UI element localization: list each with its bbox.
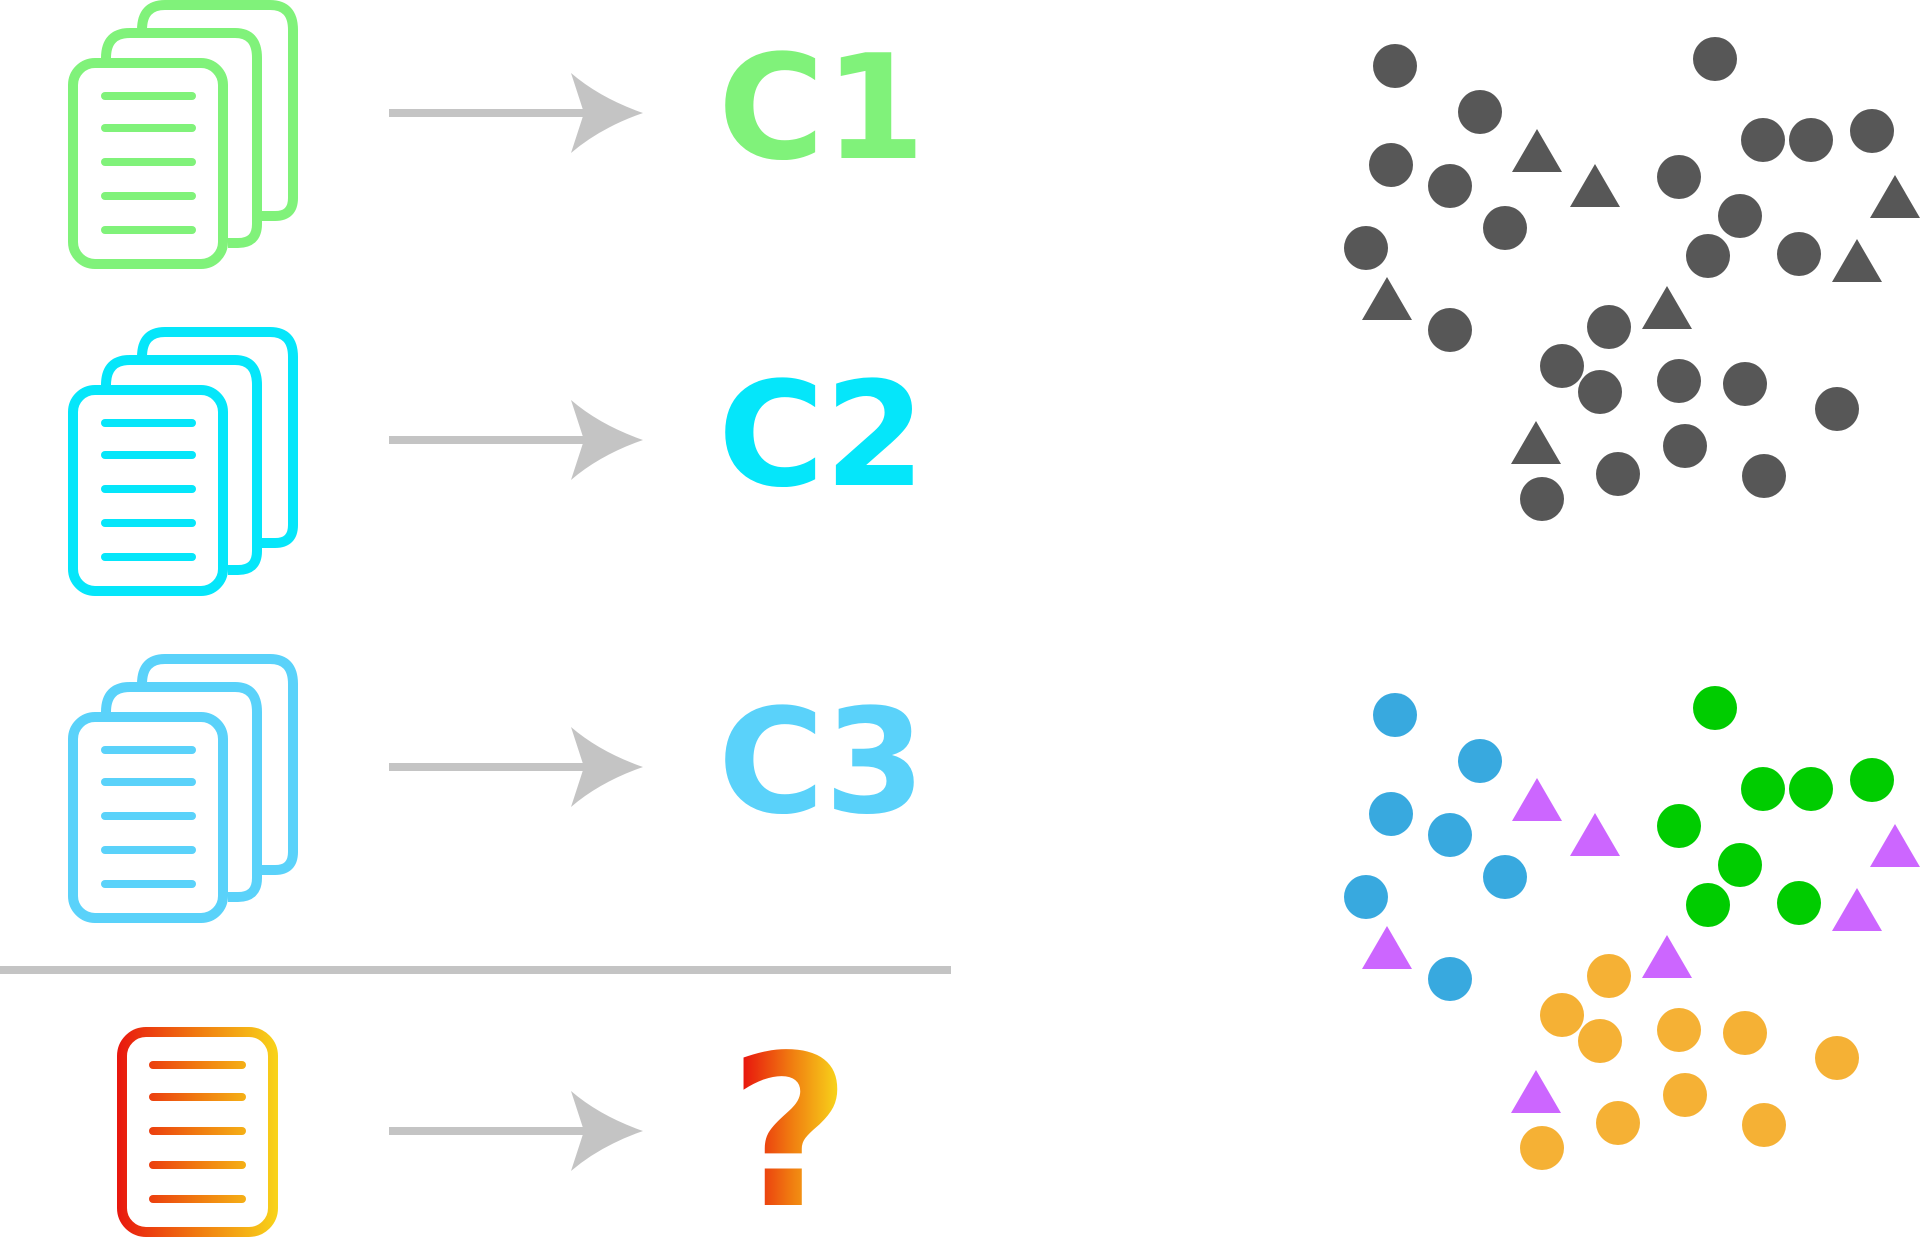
middle-page: [101, 355, 262, 575]
unlabeled-point: [1693, 37, 1737, 81]
cluster-point-orange: [1578, 1019, 1622, 1063]
unlabeled-point: [1369, 143, 1413, 187]
cluster-point-green: [1741, 767, 1785, 811]
cluster-point-blue: [1428, 813, 1472, 857]
right-arrow-icon: [389, 400, 643, 480]
unlabeled-point: [1657, 359, 1701, 403]
unlabeled-point: [1344, 226, 1388, 270]
unlabeled-point: [1850, 109, 1894, 153]
document-text-lines: [149, 1061, 246, 1203]
arrow-shaft: [389, 763, 589, 771]
cluster-point-orange: [1815, 1036, 1859, 1080]
class-label-c3: C3: [718, 678, 925, 847]
unlabeled-triangle: [1512, 129, 1562, 172]
unlabeled-point: [1742, 454, 1786, 498]
outlier-triangle: [1512, 778, 1562, 821]
right-arrow-icon: [389, 73, 643, 153]
unlabeled-scatter: [1344, 37, 1920, 521]
arrow-head: [571, 400, 643, 480]
unlabeled-point: [1789, 118, 1833, 162]
unlabeled-point: [1578, 370, 1622, 414]
class-label-c1: C1: [718, 24, 925, 193]
unlabeled-triangle: [1570, 164, 1620, 207]
unlabeled-point: [1657, 155, 1701, 199]
arrow-head: [571, 1091, 643, 1171]
document-stack-icon: [68, 0, 298, 269]
cluster-point-orange: [1520, 1126, 1564, 1170]
cluster-point-orange: [1723, 1011, 1767, 1055]
cluster-point-green: [1789, 767, 1833, 811]
cluster-point-orange: [1540, 993, 1584, 1037]
arrow-shaft: [389, 109, 589, 117]
class-label-c2: C2: [718, 351, 925, 520]
outlier-triangle: [1362, 926, 1412, 969]
cluster-point-orange: [1587, 954, 1631, 998]
back-page: [137, 0, 298, 221]
outlier-triangle: [1642, 935, 1692, 978]
row-c2: C2: [68, 327, 925, 596]
unknown-class-label: ?: [729, 1010, 851, 1238]
cluster-point-orange: [1596, 1101, 1640, 1145]
unlabeled-point: [1540, 344, 1584, 388]
unlabeled-triangle: [1362, 277, 1412, 320]
document-stack-icon: [68, 654, 298, 923]
cluster-point-orange: [1657, 1008, 1701, 1052]
middle-page: [101, 28, 262, 248]
unlabeled-triangle: [1832, 239, 1882, 282]
cluster-point-blue: [1369, 792, 1413, 836]
separator-line: [0, 966, 951, 974]
unlabeled-point: [1723, 362, 1767, 406]
right-arrow-icon: [389, 727, 643, 807]
unlabeled-point: [1815, 387, 1859, 431]
arrow-head: [571, 727, 643, 807]
outlier-triangle: [1570, 813, 1620, 856]
back-page: [137, 327, 298, 548]
cluster-point-green: [1686, 883, 1730, 927]
cluster-point-blue: [1344, 875, 1388, 919]
unlabeled-point: [1520, 477, 1564, 521]
unlabeled-point: [1587, 305, 1631, 349]
unlabeled-triangle: [1870, 175, 1920, 218]
unlabeled-point: [1686, 234, 1730, 278]
unlabeled-point: [1718, 194, 1762, 238]
document-stack-icon: [68, 327, 298, 596]
cluster-point-blue: [1428, 957, 1472, 1001]
middle-page: [101, 682, 262, 902]
cluster-point-blue: [1458, 739, 1502, 783]
unlabeled-point: [1458, 90, 1502, 134]
query-document-row: ?: [117, 1010, 851, 1238]
outlier-triangle: [1832, 888, 1882, 931]
cluster-point-green: [1657, 804, 1701, 848]
cluster-point-green: [1850, 758, 1894, 802]
arrow-shaft: [389, 436, 589, 444]
cluster-point-blue: [1373, 693, 1417, 737]
unlabeled-point: [1741, 118, 1785, 162]
unlabeled-point: [1483, 206, 1527, 250]
cluster-point-blue: [1483, 855, 1527, 899]
unlabeled-point: [1428, 164, 1472, 208]
unlabeled-triangle: [1642, 286, 1692, 329]
unlabeled-point: [1596, 452, 1640, 496]
arrow-shaft: [389, 1127, 589, 1135]
arrow-head: [571, 73, 643, 153]
row-c1: C1: [68, 0, 925, 269]
cluster-point-orange: [1663, 1073, 1707, 1117]
cluster-point-green: [1718, 843, 1762, 887]
outlier-triangle: [1870, 824, 1920, 867]
single-document-icon: [117, 1027, 278, 1237]
cluster-point-green: [1777, 881, 1821, 925]
cluster-point-green: [1693, 686, 1737, 730]
cluster-point-orange: [1742, 1103, 1786, 1147]
unlabeled-point: [1428, 308, 1472, 352]
back-page: [137, 654, 298, 875]
unlabeled-point: [1777, 232, 1821, 276]
unlabeled-triangle: [1511, 421, 1561, 464]
unlabeled-point: [1663, 424, 1707, 468]
row-c3: C3: [68, 654, 925, 923]
clustered-scatter: [1344, 686, 1920, 1170]
outlier-triangle: [1511, 1070, 1561, 1113]
unlabeled-point: [1373, 44, 1417, 88]
right-arrow-icon: [389, 1091, 643, 1171]
